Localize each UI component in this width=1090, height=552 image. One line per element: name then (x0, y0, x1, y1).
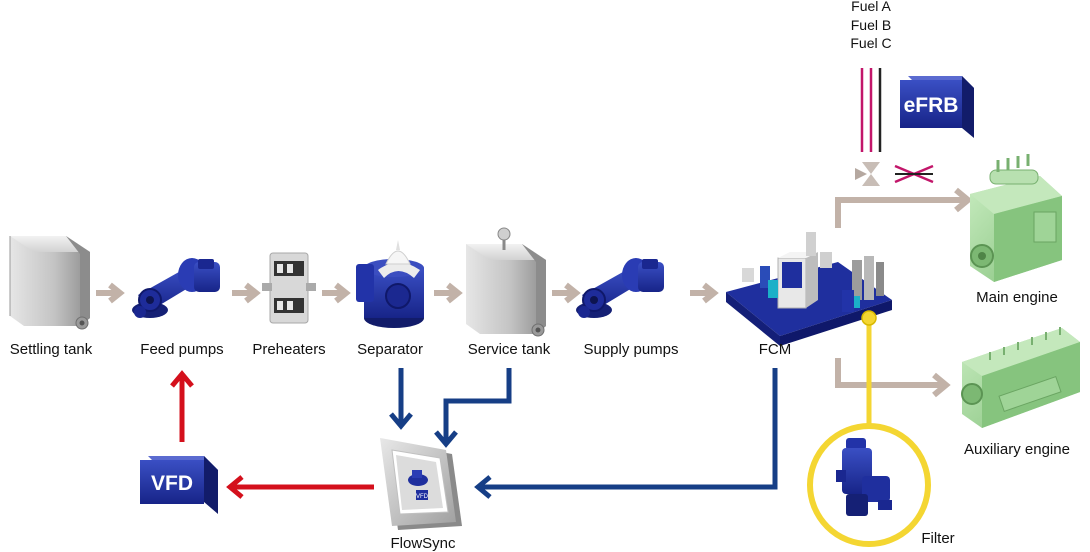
main-engine-label: Main engine (976, 289, 1058, 306)
vfd-label: VFD (151, 472, 193, 495)
fuel-list: Fuel A Fuel B Fuel C (850, 0, 891, 53)
efrb-label: eFRB (904, 94, 959, 117)
filter-icon (836, 438, 892, 516)
fuel-c-label: Fuel C (850, 35, 892, 51)
arrow-fcm-to-aux-engine (835, 358, 951, 398)
fuel-b-label: Fuel B (850, 16, 892, 33)
settling-tank-icon[interactable] (9, 236, 90, 330)
arrow-flowsync-to-vfd (226, 475, 374, 499)
flow-arrows (96, 187, 973, 398)
arrow-vfd-to-feed-pumps (170, 370, 194, 442)
separator-icon[interactable] (356, 240, 424, 328)
flowsync-screen-label: VFD (416, 494, 429, 500)
feed-pump-icon[interactable] (132, 258, 220, 318)
fuel-lines (860, 68, 882, 152)
auxiliary-engine-icon[interactable] (961, 327, 1080, 428)
auxiliary-engine-label: Auxiliary engine (964, 441, 1070, 458)
vfd-module[interactable]: VFD (140, 456, 218, 514)
preheaters-icon[interactable] (262, 252, 316, 324)
filter-label: Filter (921, 530, 955, 547)
arrow-service-to-supply (552, 282, 581, 304)
preheaters-label: Preheaters (252, 341, 326, 358)
settling-tank-label: Settling tank (9, 341, 93, 358)
arrow-preheaters-to-separator (322, 282, 351, 304)
filter-callout[interactable] (807, 310, 931, 547)
cross-mark-icon (894, 164, 934, 184)
fuel-a-label: Fuel A (851, 0, 891, 14)
fcm-label: FCM (758, 341, 792, 358)
arrow-fcm-to-main-engine (835, 187, 973, 228)
supply-pumps-label: Supply pumps (583, 341, 679, 358)
arrow-settling-to-feed (96, 282, 125, 304)
arrow-fcm-to-flowsync (474, 368, 778, 499)
main-engine-icon[interactable] (970, 154, 1062, 282)
efrb-module[interactable]: eFRB (900, 76, 974, 138)
arrow-feed-to-preheaters (232, 282, 261, 304)
control-arrows (170, 370, 374, 499)
fcm-icon[interactable] (726, 232, 892, 346)
arrow-service-to-flowsync (434, 368, 512, 448)
arrow-supply-to-fcm (690, 282, 719, 304)
signal-arrows (389, 368, 778, 499)
service-tank-label: Service tank (467, 341, 551, 358)
service-tank-icon[interactable] (466, 227, 546, 337)
separator-label: Separator (357, 341, 423, 358)
supply-pump-icon[interactable] (576, 258, 664, 318)
feed-pumps-label: Feed pumps (140, 341, 224, 358)
arrow-separator-to-service (434, 282, 463, 304)
flowsync-panel-icon[interactable]: VFD (380, 438, 462, 530)
valve-icon (855, 162, 880, 186)
arrow-separator-to-flowsync (389, 368, 413, 430)
flowsync-label: FlowSync (390, 535, 456, 552)
